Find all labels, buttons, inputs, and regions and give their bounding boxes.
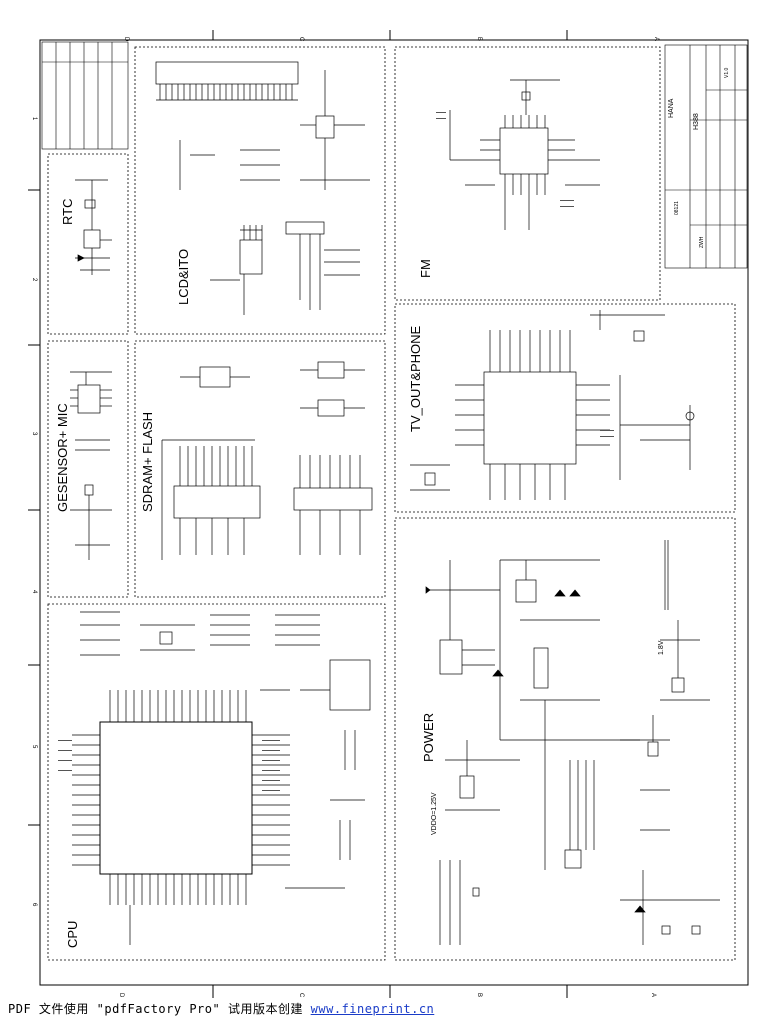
section-frames [47, 46, 736, 961]
title-model: H388 [693, 113, 700, 130]
revision-table [41, 41, 129, 150]
ruler-letter-a: A [653, 37, 659, 41]
section-title-lcd: LCD&ITO [176, 249, 191, 305]
ruler-letter-b: B [476, 37, 482, 41]
section-title-gsensor: GESENSOR+ MIC [55, 403, 70, 512]
rtc-frame [47, 153, 129, 335]
title-version: V1.0 [724, 67, 730, 78]
ruler-letter-b-bottom: B [476, 993, 482, 997]
ruler-number-6: 6 [31, 903, 37, 907]
cpu-circuit [72, 611, 371, 945]
vddo-annotation: VDDO=1.25V [431, 792, 438, 835]
label-marks [58, 112, 614, 791]
title-date: 08121 [674, 201, 680, 215]
tv-circuit [410, 310, 695, 500]
ruler-letter-d-bottom: D [118, 993, 124, 998]
ruler-number-2: 2 [31, 278, 37, 282]
cpu-frame [47, 603, 386, 961]
sheet-border [39, 39, 749, 986]
tv-frame [394, 303, 736, 513]
ruler-letter-d: D [123, 37, 129, 42]
power-frame [394, 517, 736, 961]
ruler-number-1: 1 [31, 117, 37, 121]
ruler-number-5: 5 [31, 745, 37, 749]
gsensor-circuit [70, 371, 112, 560]
sdram-frame [134, 340, 386, 598]
pdf-footer: PDF 文件使用 "pdfFactory Pro" 试用版本创建 www.fin… [8, 1000, 434, 1017]
section-title-cpu: CPU [65, 921, 80, 948]
footer-text: PDF 文件使用 "pdfFactory Pro" 试用版本创建 [8, 1002, 311, 1016]
footer-link[interactable]: www.fineprint.cn [310, 1002, 435, 1016]
title-drawn-by: ZWH [699, 236, 705, 248]
lcd-circuit [155, 61, 370, 315]
sdram-circuit [161, 361, 373, 560]
ruler-letter-a-bottom: A [650, 993, 656, 997]
fm-circuit [449, 79, 600, 230]
title-company: HANA [668, 98, 675, 118]
ruler-letter-c: C [298, 37, 304, 42]
gsensor-frame [47, 340, 129, 598]
fm-frame [394, 46, 661, 301]
v18-annotation: 1.8V [658, 640, 665, 655]
ruler-number-4: 4 [31, 590, 37, 594]
section-title-rtc: RTC [60, 199, 75, 225]
section-title-sdram: SDRAM+ FLASH [140, 412, 155, 512]
schematic-sheet: D C B A D C B A 1 2 3 4 5 6 HANA H388 08… [28, 30, 749, 998]
ruler-ticks [28, 30, 568, 998]
section-title-tv: TV_OUT&PHONE [408, 325, 423, 432]
section-title-fm: FM [418, 259, 433, 278]
ruler-letter-c-bottom: C [298, 993, 304, 998]
section-title-power: POWER [421, 713, 436, 762]
title-block [664, 44, 748, 269]
rtc-circuit [75, 179, 112, 275]
ruler-number-3: 3 [31, 432, 37, 436]
power-circuit [425, 540, 720, 945]
lcd-frame [134, 46, 386, 335]
